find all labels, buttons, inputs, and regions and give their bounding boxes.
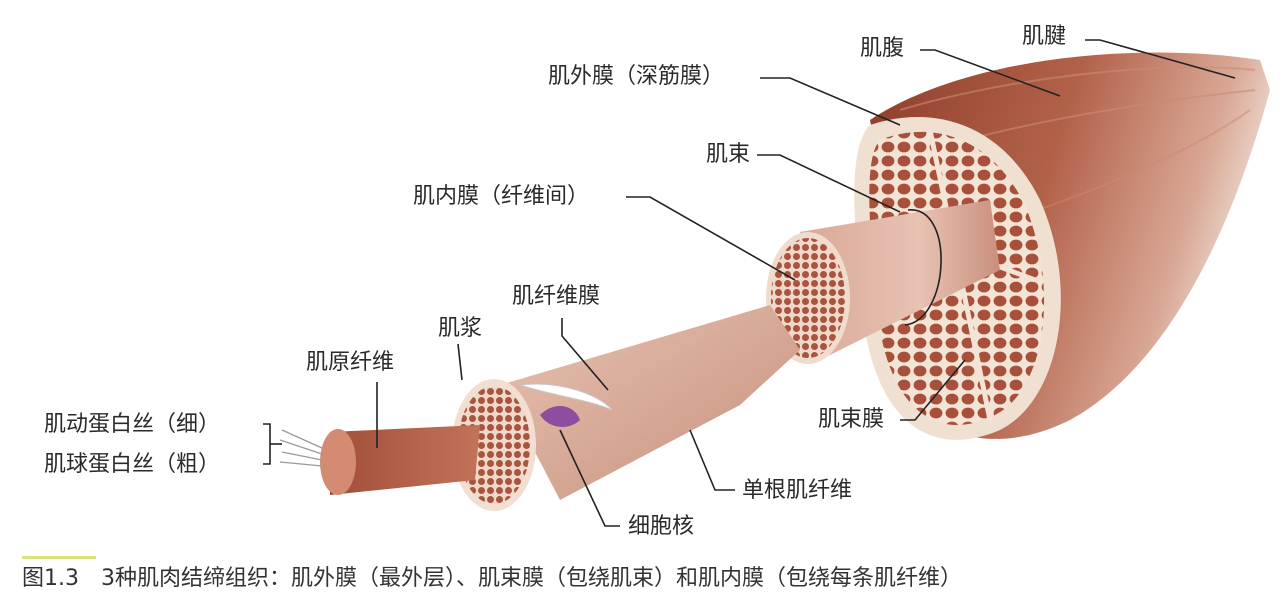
label-perimysium: 肌束膜 [818,407,885,432]
label-epimysium: 肌外膜（深筋膜） [548,64,725,89]
figure-caption: 图1.3 3种肌肉结缔组织：肌外膜（最外层）、肌束膜（包绕肌束）和肌内膜（包绕每… [22,566,962,591]
label-sarcolemma: 肌纤维膜 [512,284,601,309]
label-actin-filament: 肌动蛋白丝（细） [44,412,221,437]
label-endomysium: 肌内膜（纤维间） [413,184,590,209]
label-single-muscle-fiber: 单根肌纤维 [742,478,853,503]
label-myofibril: 肌原纤维 [306,350,395,375]
leader-lines [263,39,1236,527]
caption-accent-bar [22,556,96,559]
label-tendon: 肌腱 [1022,24,1067,49]
label-fascicle: 肌束 [706,142,751,167]
label-sarcoplasm: 肌浆 [438,316,483,341]
myofibril [279,425,480,495]
label-cell-nucleus: 细胞核 [628,514,695,539]
single-muscle-fiber [452,305,800,511]
label-myosin-filament: 肌球蛋白丝（粗） [44,452,221,477]
fascicle [766,200,1000,364]
label-muscle-belly: 肌腹 [860,36,905,61]
